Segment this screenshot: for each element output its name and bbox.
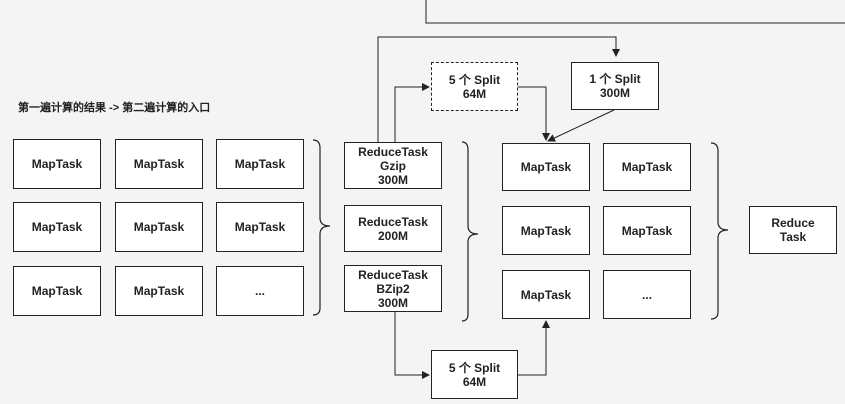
maptask-first-pass: MapTask (216, 202, 304, 252)
pipeline-caption: 第一遍计算的结果 -> 第二遍计算的入口 (18, 102, 211, 114)
reducetask-gzip: ReduceTask Gzip 300M (344, 142, 442, 189)
arrow-split-300m-to-maptask (547, 109, 615, 142)
arrow-split-dashed-to-maptask (518, 86, 550, 141)
arrow-bzip-to-split-bottom (394, 312, 430, 379)
final-reduce-task: Reduce Task (749, 206, 837, 254)
split-5-64m-bottom: 5 个 Split 64M (431, 350, 518, 399)
split-1-300m: 1 个 Split 300M (571, 62, 659, 110)
reducetask-plain: ReduceTask 200M (344, 205, 442, 252)
maptask-second-pass: MapTask (502, 206, 590, 255)
maptask-first-pass: MapTask (13, 266, 101, 316)
top-frame-border (425, 0, 845, 24)
reducetask-bzip2: ReduceTask BZip2 300M (344, 265, 442, 312)
split-5-64m-top: 5 个 Split 64M (431, 62, 518, 111)
maptask-second-pass-ellipsis: ... (603, 270, 691, 319)
arrow-gzip-to-split-dashed (394, 83, 430, 142)
maptask-first-pass: MapTask (115, 202, 203, 252)
maptask-first-pass-ellipsis: ... (216, 266, 304, 316)
maptask-second-pass: MapTask (502, 143, 590, 191)
brace-second-pass (710, 142, 729, 320)
brace-first-pass (312, 139, 331, 316)
maptask-second-pass: MapTask (502, 270, 590, 319)
arrow-gzip-to-split-300m (377, 36, 620, 142)
maptask-second-pass: MapTask (603, 206, 691, 255)
maptask-first-pass: MapTask (115, 266, 203, 316)
maptask-first-pass: MapTask (216, 139, 304, 189)
maptask-second-pass: MapTask (603, 143, 691, 191)
maptask-first-pass: MapTask (13, 139, 101, 189)
maptask-first-pass: MapTask (115, 139, 203, 189)
maptask-first-pass: MapTask (13, 202, 101, 252)
arrow-split-bottom-to-maptask (518, 320, 550, 376)
brace-reduce-outputs (461, 141, 479, 322)
